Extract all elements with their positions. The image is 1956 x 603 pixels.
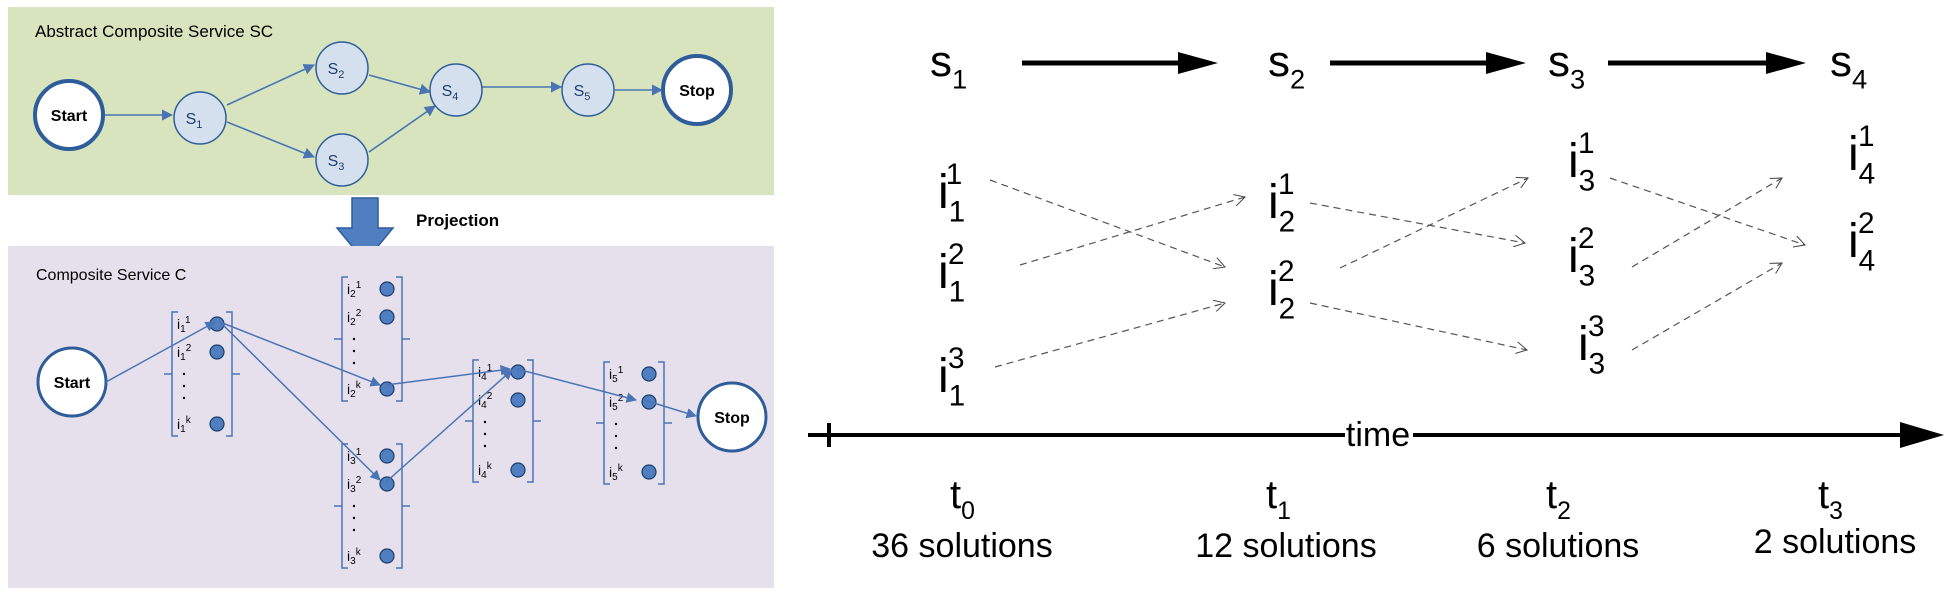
instance-i3-2: i32 — [1568, 222, 1595, 292]
abstract-service-label: S1 — [186, 111, 203, 131]
instance-i3-1: i31 — [1568, 127, 1595, 197]
abstract-panel-title: Abstract Composite Service SC — [35, 22, 273, 41]
tick-1: t1 — [1266, 473, 1291, 525]
tick-solutions-1: 12 solutions — [1195, 527, 1376, 565]
candidate-label: i32 — [347, 475, 362, 495]
service-1: s1 — [930, 37, 967, 94]
candidate-label: i2k — [347, 380, 362, 400]
candidate-dot — [379, 448, 395, 464]
service-4: s4 — [1830, 37, 1867, 94]
candidate-columns: i11 i12 i1k i21 i22 i2k i31 i32 i3k i41 i42 i4k i51 i… — [164, 276, 672, 569]
instance-i1-2: i12 — [938, 238, 965, 308]
abstract-stop-label: Stop — [679, 83, 715, 100]
abstract-service-label: S5 — [574, 83, 591, 103]
instance-transitions — [989, 178, 1805, 368]
candidate-dot — [379, 281, 395, 297]
composite-panel — [8, 246, 774, 588]
candidate-label: i41 — [478, 363, 493, 383]
abstract-start-label: Start — [51, 108, 88, 125]
candidate-dot — [641, 366, 657, 382]
projection-arrow-icon — [335, 197, 395, 264]
tick-2: t2 — [1546, 473, 1571, 525]
composite-start-node: Start — [36, 346, 108, 418]
instance-i4-1: i41 — [1848, 120, 1875, 190]
candidate-dot — [379, 548, 395, 564]
candidate-label: i11 — [177, 315, 191, 335]
abstract-panel — [8, 7, 774, 195]
candidate-label: i42 — [478, 391, 493, 411]
abstract-service-5: S5 — [561, 63, 615, 117]
candidate-dot — [209, 344, 225, 360]
time-axis — [808, 422, 1944, 448]
candidate-label: i1k — [177, 415, 192, 435]
candidate-dot — [641, 464, 657, 480]
instance-grid: i11 i12 i13 i21 i22 i31 i32 i33 i41 i42 — [938, 120, 1875, 412]
instance-i2-2: i22 — [1268, 255, 1295, 325]
candidate-label: i52 — [609, 393, 624, 413]
candidate-dot — [379, 476, 395, 492]
candidate-label: i31 — [347, 447, 362, 467]
abstract-service-3: S3 — [315, 133, 369, 187]
tick-solutions-3: 2 solutions — [1754, 523, 1917, 561]
tick-0: t0 — [950, 473, 975, 525]
instance-i1-3: i13 — [938, 342, 965, 412]
projection-label: Projection — [416, 211, 499, 230]
candidate-dot — [510, 364, 526, 380]
composite-stop-node: Stop — [696, 381, 768, 453]
abstract-service-1: S1 — [173, 91, 227, 145]
candidate-column-s3: i31 i32 i3k — [334, 443, 410, 569]
service-sequence: s1 s2 s3 s4 — [930, 37, 1867, 94]
candidate-column-s4: i41 i42 i4k — [465, 359, 541, 483]
abstract-service-label: S3 — [328, 153, 345, 173]
candidate-dot — [379, 309, 395, 325]
service-sequence-arrows — [1022, 52, 1806, 74]
candidate-dot — [510, 392, 526, 408]
service-3: s3 — [1548, 37, 1585, 94]
abstract-service-2: S2 — [315, 41, 369, 95]
instance-i1-1: i11 — [938, 158, 965, 228]
instance-i4-2: i42 — [1848, 207, 1875, 277]
abstract-edges — [104, 64, 664, 159]
abstract-stop-node: Stop — [661, 54, 733, 126]
time-axis-label: time — [1346, 416, 1410, 454]
instance-i2-1: i21 — [1268, 168, 1295, 238]
abstract-service-label: S4 — [442, 83, 459, 103]
abstract-service-label: S2 — [328, 61, 345, 81]
tick-solutions-0: 36 solutions — [871, 527, 1052, 565]
candidate-label: i5k — [609, 463, 624, 483]
abstract-start-node: Start — [33, 79, 105, 151]
tick-solutions-2: 6 solutions — [1477, 527, 1640, 565]
candidate-label: i22 — [347, 308, 362, 328]
candidate-label: i4k — [478, 461, 493, 481]
service-2: s2 — [1268, 37, 1305, 94]
composite-panel-title: Composite Service C — [36, 267, 186, 284]
composite-start-label: Start — [54, 375, 91, 392]
instance-i3-3: i33 — [1578, 310, 1605, 380]
candidate-dot — [379, 381, 395, 397]
tick-3: t3 — [1818, 473, 1843, 525]
abstract-service-4: S4 — [429, 63, 483, 117]
candidate-label: i51 — [609, 365, 624, 385]
candidate-label: i21 — [347, 280, 362, 300]
candidate-dot — [510, 462, 526, 478]
candidate-column-s2: i21 i22 i2k — [334, 276, 410, 402]
composite-selected-path — [105, 321, 698, 483]
candidate-dot — [209, 416, 225, 432]
candidate-label: i12 — [177, 343, 192, 363]
candidate-label: i3k — [347, 547, 362, 567]
composite-stop-label: Stop — [714, 410, 750, 427]
